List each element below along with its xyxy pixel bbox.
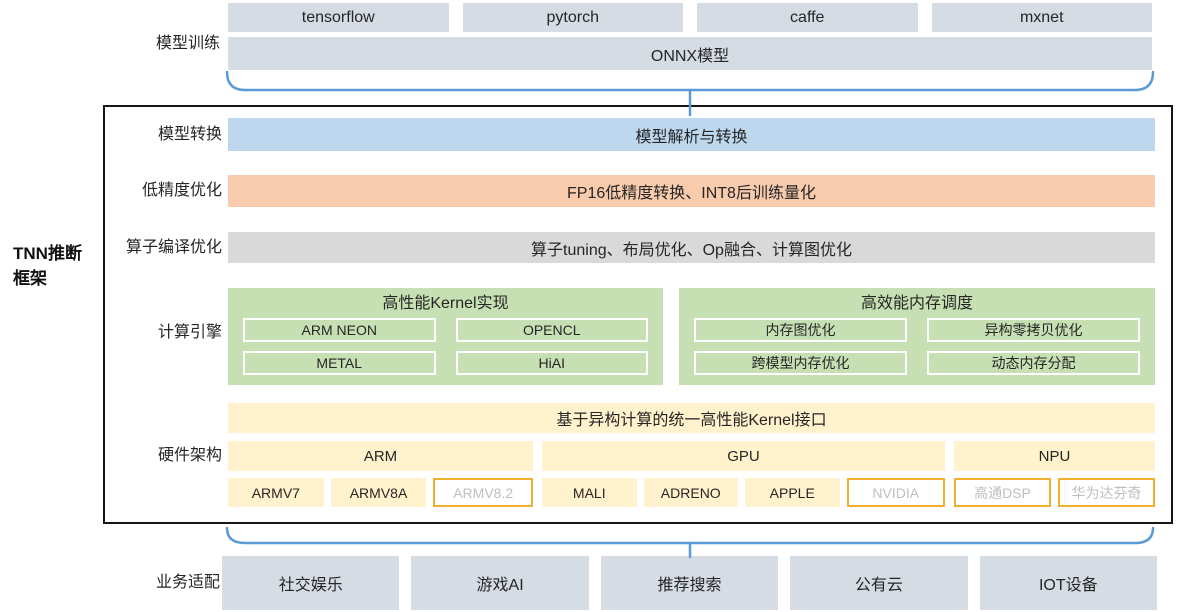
kernel-interface-bar: 基于异构计算的统一高性能Kernel接口 <box>228 403 1155 433</box>
chip-huawei-davinci: 华为达芬奇 <box>1058 478 1155 507</box>
hardware-arch-label: 硬件架构 <box>157 447 222 464</box>
framework-pytorch: pytorch <box>462 3 683 32</box>
memory-chip-cross-model: 跨模型内存优化 <box>694 351 907 375</box>
hardware-group-gpu: GPU MALI ADRENO APPLE NVIDIA <box>542 441 945 507</box>
brace-bottom-icon <box>225 527 1155 559</box>
chip-armv8-2: ARMV8.2 <box>433 478 534 507</box>
framework-tensorflow: tensorflow <box>228 3 449 32</box>
hardware-group-npu: NPU 高通DSP 华为达芬奇 <box>954 441 1155 507</box>
framework-mxnet: mxnet <box>931 3 1152 32</box>
memory-chip-zero-copy: 异构零拷贝优化 <box>927 318 1140 342</box>
tnn-framework-box: 模型转换 模型解析与转换 低精度优化 FP16低精度转换、INT8后训练量化 算… <box>103 105 1173 524</box>
business-adaptation-label: 业务适配 <box>155 574 220 591</box>
business-social: 社交娱乐 <box>222 556 400 610</box>
low-precision-bar: FP16低精度转换、INT8后训练量化 <box>228 175 1155 207</box>
hardware-group-arm: ARM ARMV7 ARMV8A ARMV8.2 <box>228 441 534 507</box>
operator-compile-label: 算子编译优化 <box>125 239 222 256</box>
model-conversion-label: 模型转换 <box>157 126 222 143</box>
kernel-group: 高性能Kernel实现 ARM NEON OPENCL METAL HiAI <box>228 288 663 385</box>
memory-group: 高效能内存调度 内存图优化 异构零拷贝优化 跨模型内存优化 动态内存分配 <box>679 288 1155 385</box>
operator-compile-bar: 算子tuning、布局优化、Op融合、计算图优化 <box>228 232 1155 263</box>
hardware-group-gpu-header: GPU <box>542 441 945 471</box>
chip-adreno: ADRENO <box>643 478 738 507</box>
tnn-framework-title: TNN推断 框架 <box>13 244 82 288</box>
model-conversion-bar: 模型解析与转换 <box>228 118 1155 151</box>
kernel-chip-arm-neon: ARM NEON <box>243 318 436 342</box>
kernel-chip-metal: METAL <box>243 351 436 375</box>
chip-armv7: ARMV7 <box>228 478 324 507</box>
hardware-grid: ARM ARMV7 ARMV8A ARMV8.2 GPU MALI ADRENO… <box>228 441 1155 507</box>
kernel-chip-opencl: OPENCL <box>455 318 648 342</box>
chip-mali: MALI <box>542 478 637 507</box>
memory-group-grid: 内存图优化 异构零拷贝优化 跨模型内存优化 动态内存分配 <box>679 318 1155 375</box>
framework-caffe: caffe <box>697 3 918 32</box>
business-game-ai: 游戏AI <box>411 556 589 610</box>
compute-engine-label: 计算引擎 <box>157 324 222 341</box>
memory-chip-graph-opt: 内存图优化 <box>694 318 907 342</box>
memory-group-title: 高效能内存调度 <box>860 295 973 312</box>
kernel-group-title: 高性能Kernel实现 <box>382 295 509 312</box>
kernel-group-grid: ARM NEON OPENCL METAL HiAI <box>228 318 663 375</box>
training-frameworks-row: tensorflow pytorch caffe mxnet <box>228 3 1152 32</box>
chip-apple: APPLE <box>745 478 840 507</box>
model-training-label: 模型训练 <box>155 35 220 52</box>
chip-nvidia: NVIDIA <box>846 478 945 507</box>
business-recommend-search: 推荐搜索 <box>600 556 779 610</box>
business-iot-device: IOT设备 <box>979 556 1158 610</box>
low-precision-label: 低精度优化 <box>141 182 222 199</box>
hardware-group-arm-header: ARM <box>228 441 533 471</box>
chip-armv8a: ARMV8A <box>330 478 427 507</box>
business-row: 社交娱乐 游戏AI 推荐搜索 公有云 IOT设备 <box>222 556 1158 610</box>
brace-top-icon <box>225 71 1155 117</box>
onnx-model-bar: ONNX模型 <box>228 37 1152 70</box>
chip-qualcomm-dsp: 高通DSP <box>954 478 1051 507</box>
kernel-chip-hiai: HiAI <box>455 351 648 375</box>
business-public-cloud: 公有云 <box>790 556 968 610</box>
hardware-group-npu-header: NPU <box>954 441 1155 471</box>
memory-chip-dynamic-alloc: 动态内存分配 <box>927 351 1140 375</box>
